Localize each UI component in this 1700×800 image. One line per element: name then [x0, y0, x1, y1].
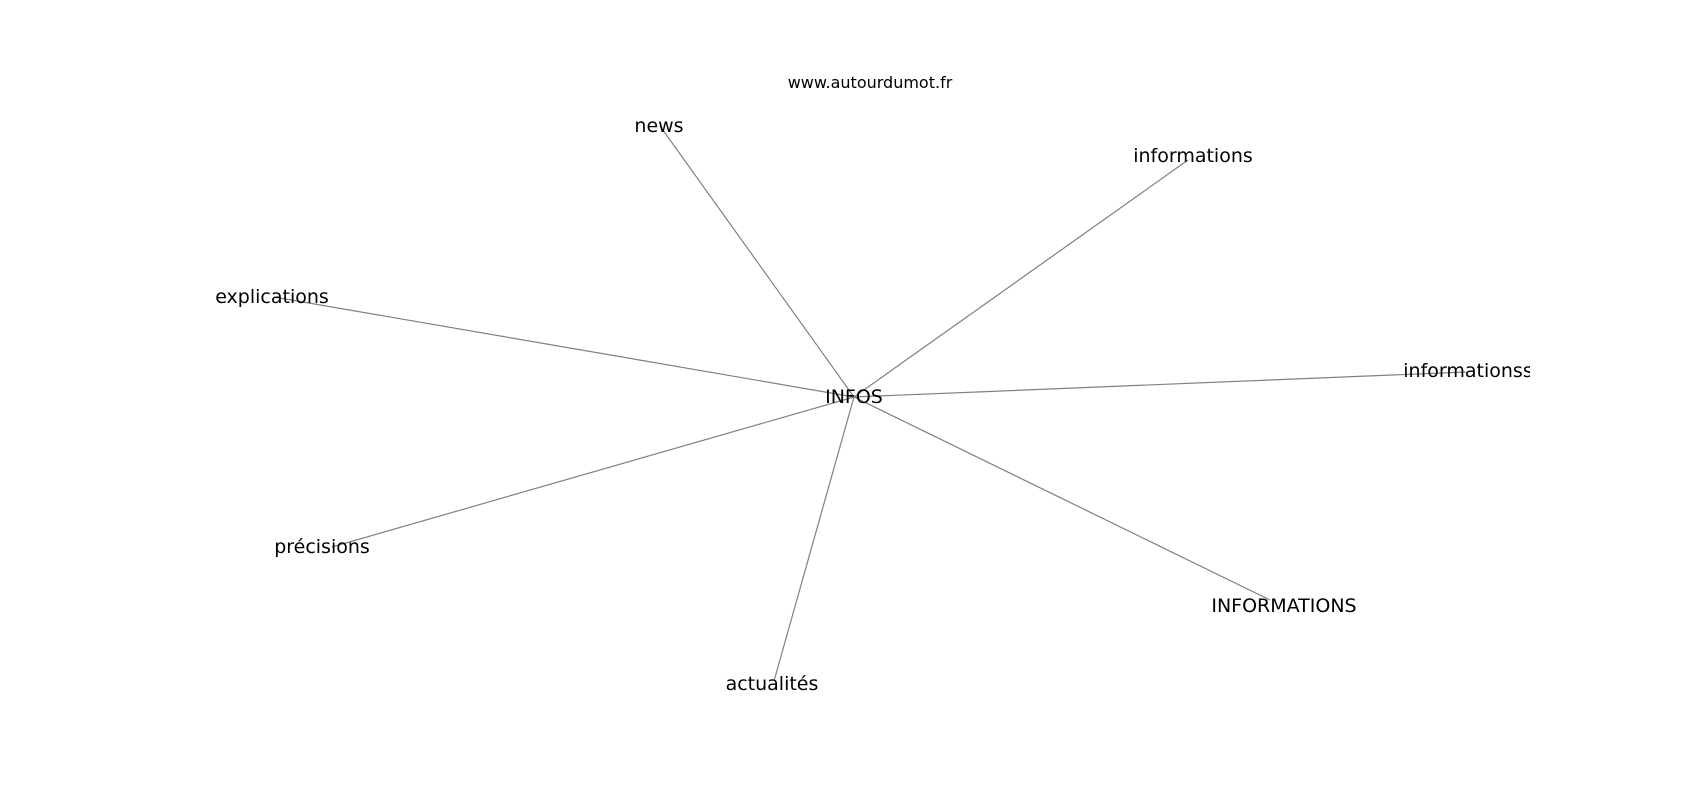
- node-precisions: précisions: [274, 536, 370, 558]
- node-informationss: informationss: [1403, 360, 1532, 382]
- edge-informations: [853, 159, 1189, 398]
- node-actualites: actualités: [726, 673, 819, 695]
- graph-edges: [273, 125, 1467, 682]
- edge-informations-upper: [853, 396, 1271, 601]
- edge-news: [659, 125, 855, 398]
- edge-precisions: [331, 396, 855, 548]
- node-news: news: [634, 115, 683, 137]
- edge-explications: [273, 296, 855, 398]
- edge-actualites: [773, 396, 855, 682]
- edge-informationss: [853, 371, 1467, 398]
- node-informations: informations: [1133, 145, 1253, 167]
- node-center-infos: INFOS: [825, 386, 883, 408]
- node-informations-upper: INFORMATIONS: [1211, 595, 1356, 617]
- source-label: www.autourdumot.fr: [788, 73, 953, 92]
- node-explications: explications: [215, 286, 329, 308]
- graph-nodes: news informations explications informati…: [215, 115, 1532, 695]
